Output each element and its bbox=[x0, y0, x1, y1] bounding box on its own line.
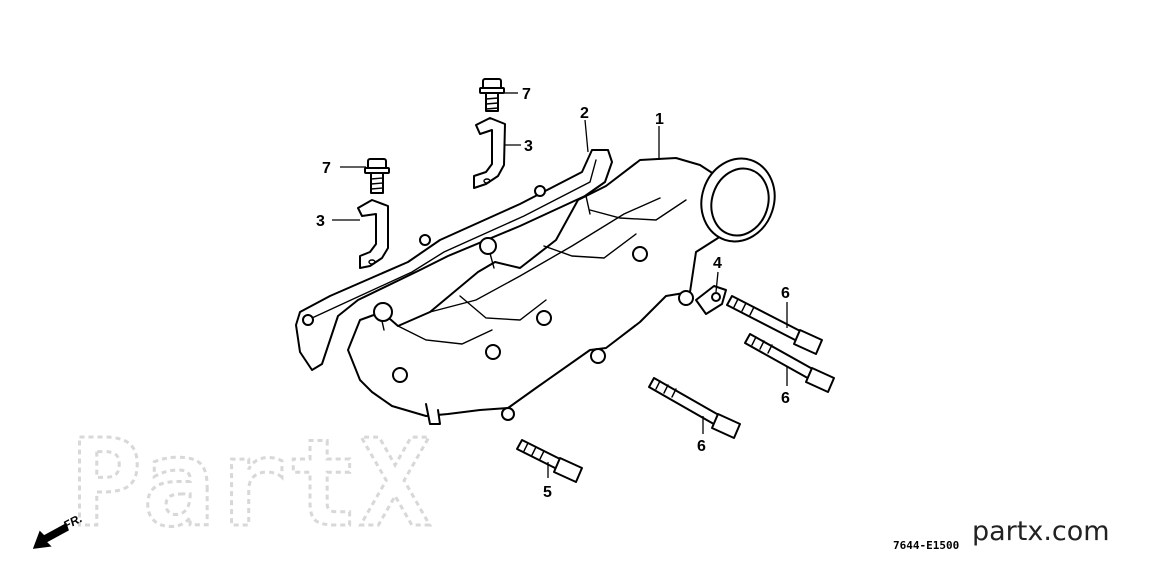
bolt-part-7-top bbox=[479, 78, 505, 112]
bolt-part-6-b bbox=[744, 333, 835, 393]
callout-4: 4 bbox=[713, 255, 722, 272]
bolt-part-6-c bbox=[648, 377, 741, 439]
callout-3-left: 3 bbox=[316, 213, 325, 230]
leader-2 bbox=[584, 119, 589, 153]
callout-6-b: 6 bbox=[781, 390, 790, 407]
front-direction-arrow-icon bbox=[32, 522, 69, 549]
manifold-part-1 bbox=[347, 157, 776, 425]
bolt-part-6-a bbox=[726, 295, 823, 355]
callout-6-a: 6 bbox=[781, 285, 790, 302]
callout-2: 2 bbox=[580, 105, 589, 122]
bracket-part-3-left bbox=[357, 199, 389, 269]
callout-3-top: 3 bbox=[524, 138, 533, 155]
clamp-part-4 bbox=[695, 285, 727, 315]
watermark-logo: PartX bbox=[70, 415, 431, 554]
bolt-part-5 bbox=[516, 439, 583, 483]
callout-1: 1 bbox=[655, 111, 664, 128]
callout-6-c: 6 bbox=[697, 438, 706, 455]
diagram-code: 7644-E1500 bbox=[893, 539, 959, 552]
bracket-part-3-top bbox=[473, 117, 506, 189]
leader-4 bbox=[715, 271, 719, 293]
bolt-part-7-left bbox=[364, 158, 390, 194]
callout-7-top: 7 bbox=[522, 86, 531, 103]
site-name: partx.com bbox=[972, 516, 1110, 547]
callout-7-left: 7 bbox=[322, 160, 331, 177]
callout-5: 5 bbox=[543, 484, 552, 501]
